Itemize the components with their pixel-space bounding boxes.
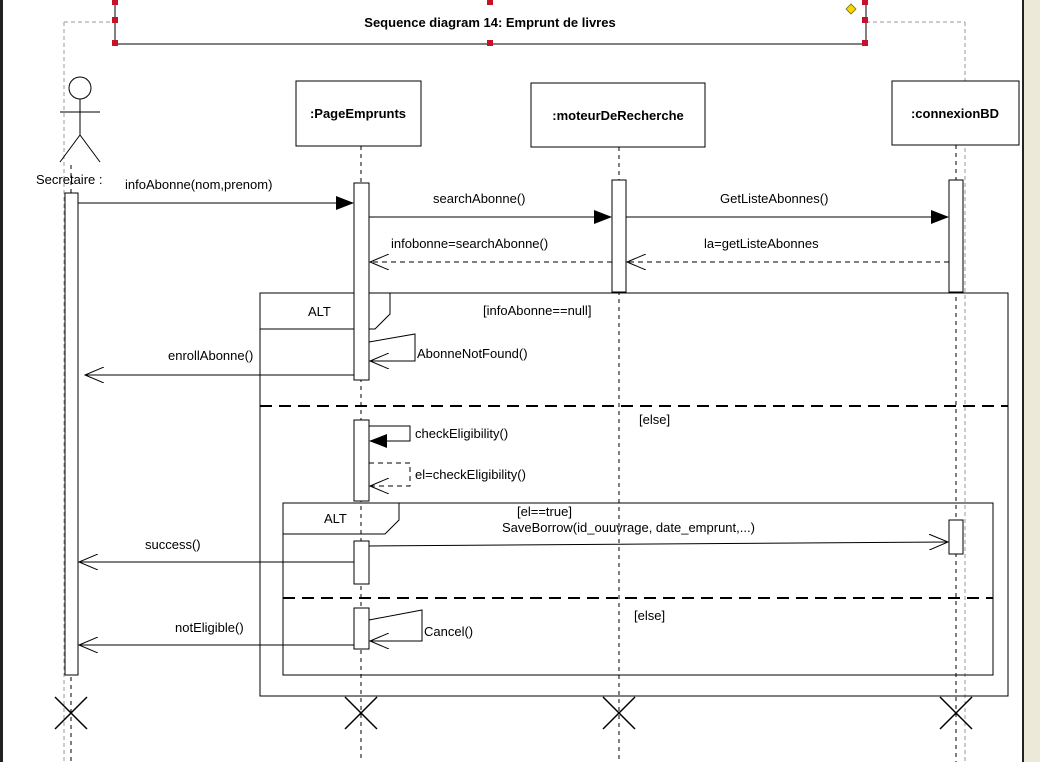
alt-operator-outer: ALT [308,304,331,319]
object-label-page: :PageEmprunts [310,106,406,121]
message-label: notEligible() [175,620,244,635]
alt-fragment-inner[interactable]: ALT [el==true] [else] [282,502,994,676]
selection-handle[interactable] [112,40,118,46]
message-save-borrow[interactable]: SaveBorrow(id_ouuvrage, date_emprunt,...… [368,520,948,546]
activation-page-4 [353,607,370,650]
message-return-infobonne[interactable]: infobonne=searchAbonne() [370,236,612,262]
guard-info-null: [infoAbonne==null] [483,303,591,318]
selection-handle[interactable] [112,0,118,5]
destroy-marker-bd-icon [939,696,973,730]
message-abonne-not-found[interactable]: AbonneNotFound() [368,333,528,361]
message-return-la[interactable]: la=getListeAbonnes [627,236,949,262]
object-label-bd: :connexionBD [911,106,999,121]
destroy-marker-moteur-icon [602,696,636,730]
diagram-title-box[interactable]: Sequence diagram 14: Emprunt de livres [112,0,868,46]
actor-label: Secretaire : [36,172,102,187]
window-right-border [1022,0,1040,762]
activation-page-2 [353,419,370,502]
activation-moteur [611,179,627,293]
message-cancel[interactable]: Cancel() [368,609,473,641]
message-label: SaveBorrow(id_ouuvrage, date_emprunt,...… [502,520,755,535]
message-label: searchAbonne() [433,191,526,206]
selection-handle[interactable] [112,17,118,23]
guard-else-inner: [else] [634,608,665,623]
message-label: Cancel() [424,624,473,639]
guard-el-true: [el==true] [517,504,572,519]
object-label-moteur: :moteurDeRecherche [552,108,684,123]
window-left-border [0,0,3,762]
message-not-eligible[interactable]: notEligible() [79,620,354,645]
message-label: el=checkEligibility() [415,467,526,482]
activation-page-1 [353,182,370,381]
selection-handle[interactable] [862,17,868,23]
message-label: la=getListeAbonnes [704,236,819,251]
message-success[interactable]: success() [79,537,354,562]
message-get-liste-abonnes[interactable]: GetListeAbonnes() [626,191,949,224]
message-label: infobonne=searchAbonne() [391,236,548,251]
message-label: AbonneNotFound() [417,346,528,361]
selection-handle[interactable] [862,40,868,46]
message-label: infoAbonne(nom,prenom) [125,177,272,192]
activation-secretaire [64,192,79,676]
selection-handle[interactable] [862,0,868,5]
activation-page-3 [353,540,370,585]
activations [64,179,964,676]
object-connexion-bd[interactable]: :connexionBD [891,80,1020,146]
message-return-el[interactable]: el=checkEligibility() [369,462,526,486]
actor-secretaire[interactable]: Secretaire : [36,76,102,187]
guard-else-outer: [else] [639,412,670,427]
message-check-eligibility[interactable]: checkEligibility() [369,425,508,448]
alt-operator-inner: ALT [324,511,347,526]
message-info-abonne[interactable]: infoAbonne(nom,prenom) [78,177,354,210]
message-label: success() [145,537,201,552]
adornment-diamond-icon[interactable] [845,3,857,15]
destroy-marker-page-icon [344,696,378,730]
message-search-abonne[interactable]: searchAbonne() [369,191,612,224]
message-enroll-abonne[interactable]: enrollAbonne() [85,348,354,375]
message-label: checkEligibility() [415,426,508,441]
object-page-emprunts[interactable]: :PageEmprunts [295,80,422,147]
message-label: GetListeAbonnes() [720,191,828,206]
message-label: enrollAbonne() [168,348,253,363]
alt-fragment-outer[interactable]: ALT [infoAbonne==null] [else] [259,292,1009,697]
object-moteur-de-recherche[interactable]: :moteurDeRecherche [530,82,706,148]
diagram-title: Sequence diagram 14: Emprunt de livres [364,15,615,30]
destroy-marker-secretaire-icon [54,696,88,730]
diagram-frame [63,21,966,762]
activation-bd-2 [948,519,964,555]
selection-handle[interactable] [487,40,493,46]
activation-bd-1 [948,179,964,293]
selection-handle[interactable] [487,0,493,5]
